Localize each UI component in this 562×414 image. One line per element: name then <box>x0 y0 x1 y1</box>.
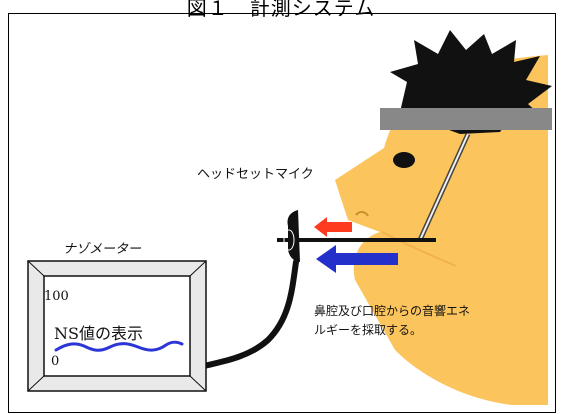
nostril <box>355 211 369 217</box>
lower-jaw-edge <box>381 231 457 267</box>
nasometer-screen <box>43 275 191 377</box>
nasal-flow-arrow <box>314 217 352 237</box>
bevel-line-br <box>189 375 207 392</box>
headset-mic-label: ヘッドセットマイク <box>197 167 314 182</box>
mic-boom-highlight <box>419 133 469 241</box>
bevel-line-tl <box>27 260 45 277</box>
bevel-line-bl <box>27 375 45 392</box>
head-shape <box>335 55 548 405</box>
ns-display-label: NS値の表示 <box>54 324 143 343</box>
scale-max-label: 100 <box>44 289 69 304</box>
nasometer-label: ナゾメーター <box>63 242 142 257</box>
headband <box>380 108 552 130</box>
bevel-line-tr <box>189 260 207 277</box>
ns-signal-wave <box>54 340 184 352</box>
cable <box>201 259 299 369</box>
acoustic-energy-note: 鼻腔及び口腔からの音響エネルギーを採取する。 <box>314 304 471 337</box>
figure-caption: 図１ 計測システム <box>186 0 376 20</box>
figure-frame <box>8 13 556 413</box>
microphone-ring <box>283 229 295 251</box>
eye <box>393 152 415 168</box>
scale-min-label: 0 <box>51 354 60 369</box>
oral-flow-arrow <box>316 245 398 273</box>
